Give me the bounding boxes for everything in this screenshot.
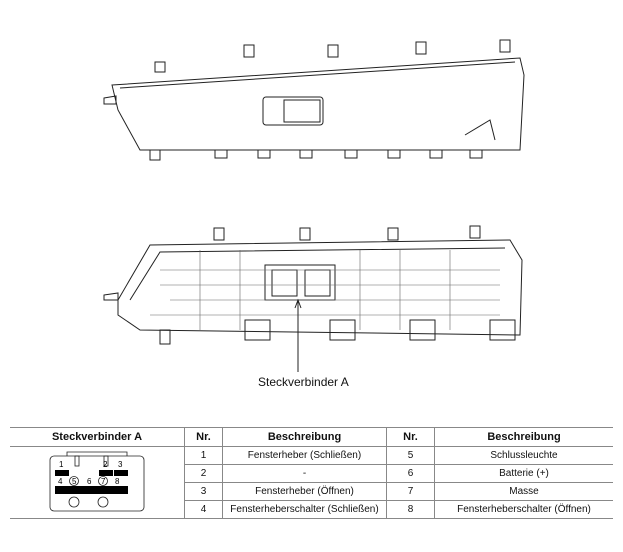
pin-description: Batterie (+) — [434, 464, 613, 483]
pin-label: 2 — [103, 460, 108, 469]
pin-label: 1 — [59, 460, 64, 469]
pin-label: 6 — [87, 477, 92, 486]
pin-description: Fensterheberschalter (Öffnen) — [434, 500, 613, 519]
switch-top-view — [103, 39, 525, 161]
pin-number: 4 — [184, 500, 223, 519]
table-row: 4 Fensterheberschalter (Schließen) 8 Fen… — [10, 500, 613, 519]
pin-description: Fensterheber (Schließen) — [222, 446, 387, 465]
pin-label: 5 — [72, 477, 77, 486]
col-header-nr: Nr. — [184, 427, 223, 447]
col-header-nr: Nr. — [386, 427, 435, 447]
connector-pin-table: Steckverbinder A Nr. Beschreibung Nr. Be… — [10, 427, 613, 519]
connector-a-diagram: 1 2 3 4 5 6 7 8 — [49, 451, 145, 512]
col-header-description: Beschreibung — [434, 427, 613, 447]
callout-arrow — [294, 298, 302, 372]
pin-number: 8 — [386, 500, 435, 519]
pin-description: - — [222, 464, 387, 483]
pin-description: Schlussleuchte — [434, 446, 613, 465]
pin-label: 3 — [118, 460, 123, 469]
pin-number: 1 — [184, 446, 223, 465]
pin-description: Masse — [434, 482, 613, 501]
col-header-description: Beschreibung — [222, 427, 387, 447]
pin-label: 8 — [115, 477, 120, 486]
pin-number: 7 — [386, 482, 435, 501]
connector-diagram-cell: 1 2 3 4 5 6 7 8 — [10, 446, 185, 519]
pin-label: 7 — [101, 477, 106, 486]
pin-number: 2 — [184, 464, 223, 483]
switch-illustration — [103, 39, 525, 372]
pin-description: Fensterheberschalter (Schließen) — [222, 500, 387, 519]
connector-callout-label: Steckverbinder A — [258, 375, 349, 389]
switch-bottom-view — [103, 225, 523, 345]
pin-number: 5 — [386, 446, 435, 465]
pin-label: 4 — [58, 477, 63, 486]
pin-number: 6 — [386, 464, 435, 483]
table-row: 1 2 3 4 5 6 7 8 1 Fensterheber (Schließe… — [10, 446, 613, 519]
col-header-connector: Steckverbinder A — [10, 427, 185, 447]
pin-description: Fensterheber (Öffnen) — [222, 482, 387, 501]
pin-number: 3 — [184, 482, 223, 501]
